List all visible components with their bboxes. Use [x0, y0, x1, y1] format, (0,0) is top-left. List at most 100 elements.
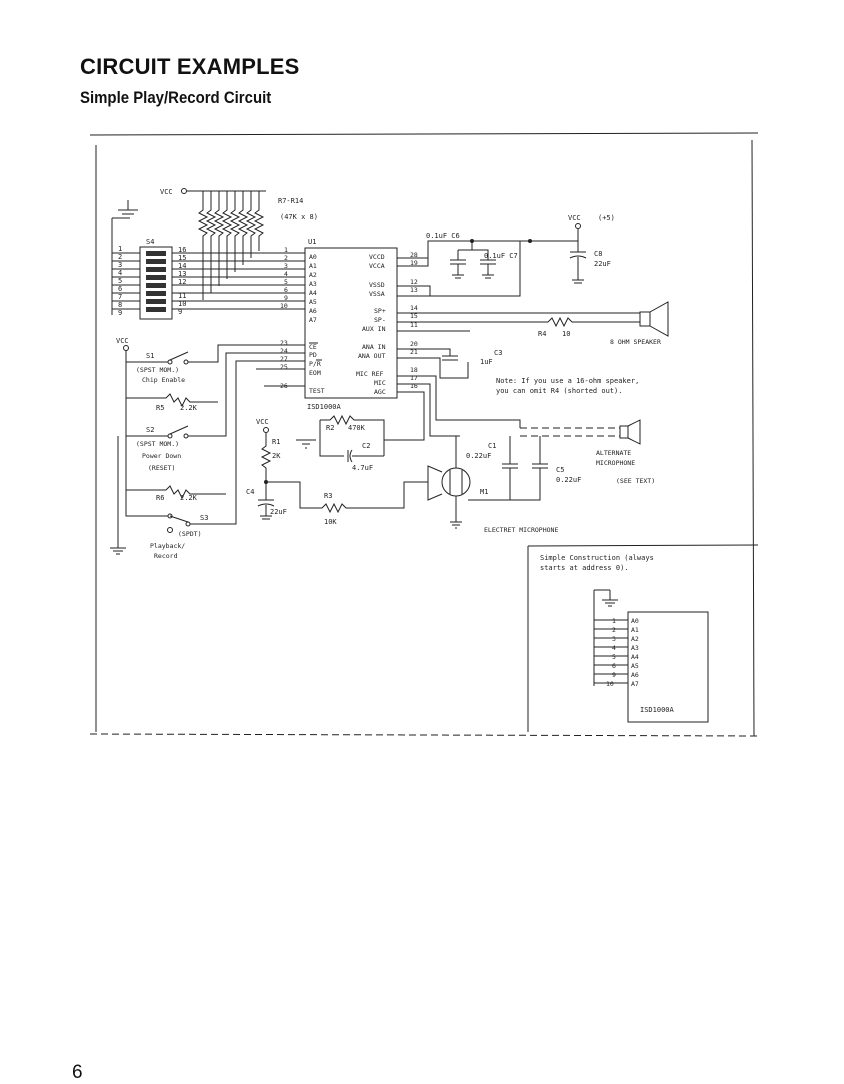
vcc-switch-label: VCC	[116, 337, 129, 345]
r4-label: R4	[538, 330, 546, 338]
svg-text:9: 9	[178, 308, 182, 316]
svg-text:A5: A5	[631, 662, 639, 670]
svg-text:10: 10	[606, 680, 614, 688]
page-title: CIRCUIT EXAMPLES	[80, 54, 300, 79]
svg-text:SP-: SP-	[374, 316, 386, 324]
c5-value: 0.22uF	[556, 476, 581, 484]
svg-text:1: 1	[118, 245, 122, 253]
svg-text:SP+: SP+	[374, 307, 386, 315]
chip-part-label: ISD1000A	[307, 403, 342, 411]
dip-switch-label: S4	[146, 238, 154, 246]
resistor-network-value: (47K x 8)	[280, 213, 318, 221]
m1-label: M1	[480, 488, 488, 496]
c3-value: 1uF	[480, 358, 493, 366]
inset-line-2: starts at address 0).	[540, 564, 629, 572]
note-line-2: you can omit R4 (shorted out).	[496, 387, 622, 395]
vcc-label: VCC	[160, 188, 173, 196]
svg-text:ANA IN: ANA IN	[362, 343, 386, 351]
svg-text:25: 25	[280, 363, 288, 371]
svg-text:14: 14	[410, 304, 418, 312]
s2-desc-2: (RESET)	[148, 464, 175, 472]
s1-type: (SPST MOM.)	[136, 366, 179, 374]
svg-text:A4: A4	[631, 653, 639, 661]
svg-text:11: 11	[410, 321, 418, 329]
r2-label: R2	[326, 424, 334, 432]
svg-text:A6: A6	[309, 307, 317, 315]
svg-text:18: 18	[410, 366, 418, 374]
c6-label: 0.1uF C6	[426, 232, 460, 240]
r6-value: 2.2K	[180, 494, 198, 502]
svg-text:6: 6	[118, 285, 122, 293]
alt-mic-label-1: ALTERNATE	[596, 449, 631, 457]
c4-value: 22uF	[270, 508, 287, 516]
chip-ref: U1	[308, 238, 316, 246]
vcc-right-note: (+5)	[598, 214, 615, 222]
dip-switch-s4	[139, 246, 173, 320]
alt-mic-label-2: MICROPHONE	[596, 459, 635, 467]
resistor-network-label: R7-R14	[278, 197, 303, 205]
svg-text:1: 1	[284, 246, 288, 254]
speaker-label: 8 OHM SPEAKER	[610, 338, 661, 346]
svg-text:20: 20	[410, 340, 418, 348]
r4-value: 10	[562, 330, 570, 338]
svg-text:9: 9	[118, 309, 122, 317]
svg-text:A6: A6	[631, 671, 639, 679]
svg-text:8: 8	[118, 301, 122, 309]
svg-text:12: 12	[410, 278, 418, 286]
svg-text:5: 5	[284, 278, 288, 286]
s3-type: (SPDT)	[178, 530, 201, 538]
svg-text:ANA OUT: ANA OUT	[358, 352, 385, 360]
svg-text:A2: A2	[309, 271, 317, 279]
svg-text:11: 11	[178, 292, 186, 300]
svg-text:A7: A7	[631, 680, 639, 688]
r5-value: 2.2K	[180, 404, 198, 412]
dip-right-pins: 16 15 14 13 12 11 10 9	[178, 246, 186, 316]
svg-text:A1: A1	[309, 262, 317, 270]
frame	[89, 132, 759, 737]
svg-text:A3: A3	[309, 280, 317, 288]
svg-text:17: 17	[410, 374, 418, 382]
svg-text:27: 27	[280, 355, 288, 363]
svg-text:2: 2	[612, 626, 616, 634]
svg-text:A1: A1	[631, 626, 639, 634]
see-text-label: (SEE TEXT)	[616, 477, 655, 485]
dip-left-pins: 1 2 3 4 5 6 7 8 9	[118, 245, 122, 317]
r1-value: 2K	[272, 452, 281, 460]
electret-microphone-icon	[427, 465, 471, 501]
r3-label: R3	[324, 492, 332, 500]
svg-text:3: 3	[612, 635, 616, 643]
r1-label: R1	[272, 438, 280, 446]
svg-text:5: 5	[612, 653, 616, 661]
svg-text:9: 9	[612, 671, 616, 679]
s2-label: S2	[146, 426, 154, 434]
svg-text:VSSD: VSSD	[369, 281, 385, 289]
svg-text:21: 21	[410, 348, 418, 356]
svg-text:MIC REF: MIC REF	[356, 370, 383, 378]
svg-text:A0: A0	[309, 253, 317, 261]
svg-text:A2: A2	[631, 635, 639, 643]
svg-text:A0: A0	[631, 617, 639, 625]
r2-value: 470K	[348, 424, 366, 432]
c8-label: C8	[594, 250, 602, 258]
c3-label: C3	[494, 349, 502, 357]
vcc-right-label: VCC	[568, 214, 581, 222]
svg-text:4: 4	[118, 269, 122, 277]
svg-text:28: 28	[410, 251, 418, 259]
inset-chip-label: ISD1000A	[640, 706, 675, 714]
svg-text:5: 5	[118, 277, 122, 285]
inset-box: Simple Construction (always starts at ad…	[527, 544, 759, 732]
svg-text:A3: A3	[631, 644, 639, 652]
svg-text:15: 15	[178, 254, 186, 262]
svg-text:13: 13	[410, 286, 418, 294]
svg-text:VCCD: VCCD	[369, 253, 385, 261]
resistor-network	[197, 191, 265, 300]
page-subtitle: Simple Play/Record Circuit	[80, 88, 272, 107]
alt-microphone-icon	[619, 419, 641, 445]
svg-text:23: 23	[280, 339, 288, 347]
c7-label: 0.1uF C7	[484, 252, 518, 260]
svg-text:A4: A4	[309, 289, 317, 297]
